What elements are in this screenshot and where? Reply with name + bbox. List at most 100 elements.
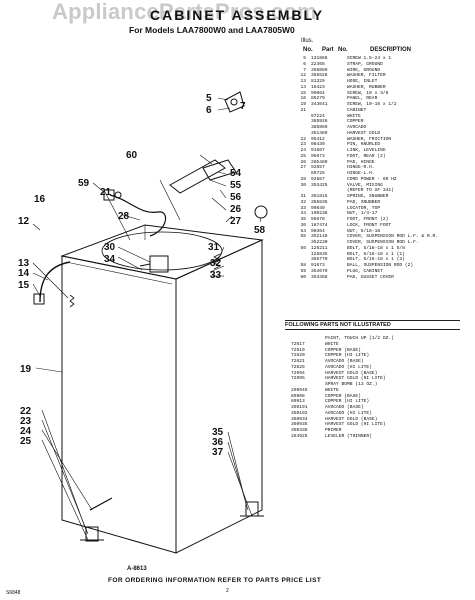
part-ref: 7 [303, 67, 306, 73]
part-description: COVER, SUSPENSION ROD L.F. & R.R. [347, 234, 438, 240]
part-ref: 32 [300, 199, 306, 205]
paint-row: 350338 PRIMER [291, 428, 455, 434]
callout-24: 24 [20, 426, 32, 437]
part-ref: 24 [300, 148, 306, 153]
callout-60: 60 [126, 150, 138, 161]
illus-column-label: Illus. [301, 38, 314, 44]
callout-27: 27 [230, 216, 242, 227]
part-description: PANEL, REAR [347, 96, 378, 102]
part-description: SPRING, SNUBBER [347, 194, 389, 199]
callout-35: 35 [212, 427, 224, 438]
paint-description: AVOCADO (BASE) [325, 359, 364, 364]
paint-part-number: 72619 [291, 347, 305, 353]
part-ref: 26 [300, 159, 306, 165]
callout-14: 14 [18, 268, 30, 279]
part-ref: 36 [300, 222, 306, 228]
suspension-ball [254, 205, 268, 219]
part-description: PAD, HINGE [347, 159, 375, 165]
paint-part-number: 299945 [291, 387, 308, 393]
part-description: FOOT, REAR (2) [347, 153, 386, 159]
paint-part-number: 284925 [291, 433, 308, 439]
callout-22: 22 [20, 406, 32, 417]
callout-16: 16 [34, 194, 46, 205]
paint-description: LEVELER (THINNER) [325, 433, 372, 439]
part-description: (REFER TO SF 341) [347, 188, 394, 194]
part-description: PAD, GUSSET COVER [347, 274, 394, 280]
paint-description: COPPER (BASE) [325, 347, 361, 353]
part-number: 131868 [311, 56, 328, 61]
paint-part-number: 350338 [291, 428, 308, 433]
hose-coupling [33, 293, 45, 305]
part-description: WASHER, FRICTION [347, 136, 392, 142]
paint-part-number: 89908 [291, 393, 305, 399]
paint-description: PRIMER [325, 428, 342, 433]
part-row: 13 81329 HOSE, INLET [290, 79, 475, 85]
callout-23: 23 [20, 416, 32, 427]
callout-30: 30 [104, 242, 116, 253]
not-illustrated-header: FOLLOWING PARTS NOT ILLUSTRATED [285, 320, 460, 330]
part-ref: 6 [303, 61, 306, 67]
part-description: HINGE-R.H. [347, 165, 375, 171]
part-number: 81329 [311, 79, 325, 84]
part-description: HOSE, INLET [347, 79, 378, 84]
part-number: 16423 [311, 84, 325, 90]
paint-part-number: 89913 [291, 399, 305, 405]
part-description: COVER, SUSPENSION ROD L.F. [347, 240, 419, 245]
part-ref: 35 [300, 217, 306, 222]
part-number: 385926 [311, 119, 328, 125]
part-description: WASHER, RUBBER [347, 84, 386, 90]
part-description: BOLT, 5/16-18 x 1 5/8 [347, 245, 405, 251]
part-description: LINK, LEVELING [347, 148, 386, 153]
partno-column-header: No. [338, 47, 348, 53]
callout-34: 34 [104, 254, 116, 265]
part-ref: 13 [300, 79, 306, 84]
paint-description: HARVEST GOLD (HI LITE) [325, 422, 386, 428]
part-description: PIN, KNURLED [347, 142, 381, 148]
part-number: 355835 [311, 199, 328, 205]
part-number: 98439 [311, 142, 325, 148]
paint-description: AVOCADO (HI LITE) [325, 410, 372, 416]
part-number: 356089 [311, 67, 328, 73]
part-ref: 5 [303, 56, 306, 61]
ordering-footer: FOR ORDERING INFORMATION REFER TO PARTS … [108, 577, 322, 584]
part-number: 22465 [311, 61, 325, 67]
callout-12: 12 [18, 216, 30, 227]
ref-column-header: No. [303, 47, 313, 53]
callout-5: 5 [206, 93, 212, 104]
part-number: 351815 [311, 194, 328, 199]
part-number: 99649 [311, 205, 325, 211]
part-ref: 15 [300, 90, 306, 96]
part-number: 92657 [311, 165, 325, 171]
part-ref: 16 [300, 96, 306, 102]
snubber-spring [213, 253, 221, 270]
part-description: VALVE, MIXING [347, 182, 383, 188]
part-number: 90864 [311, 90, 325, 96]
paint-description: AVOCADO (BASE) [325, 405, 364, 410]
part-ref: 58 [300, 263, 306, 268]
page-subtitle: For Models LAA7800W0 and LAA7805W0 [129, 25, 295, 35]
paint-description: HARVEST GOLD (BASE) [325, 416, 378, 422]
part-description: WHITE [347, 113, 361, 119]
